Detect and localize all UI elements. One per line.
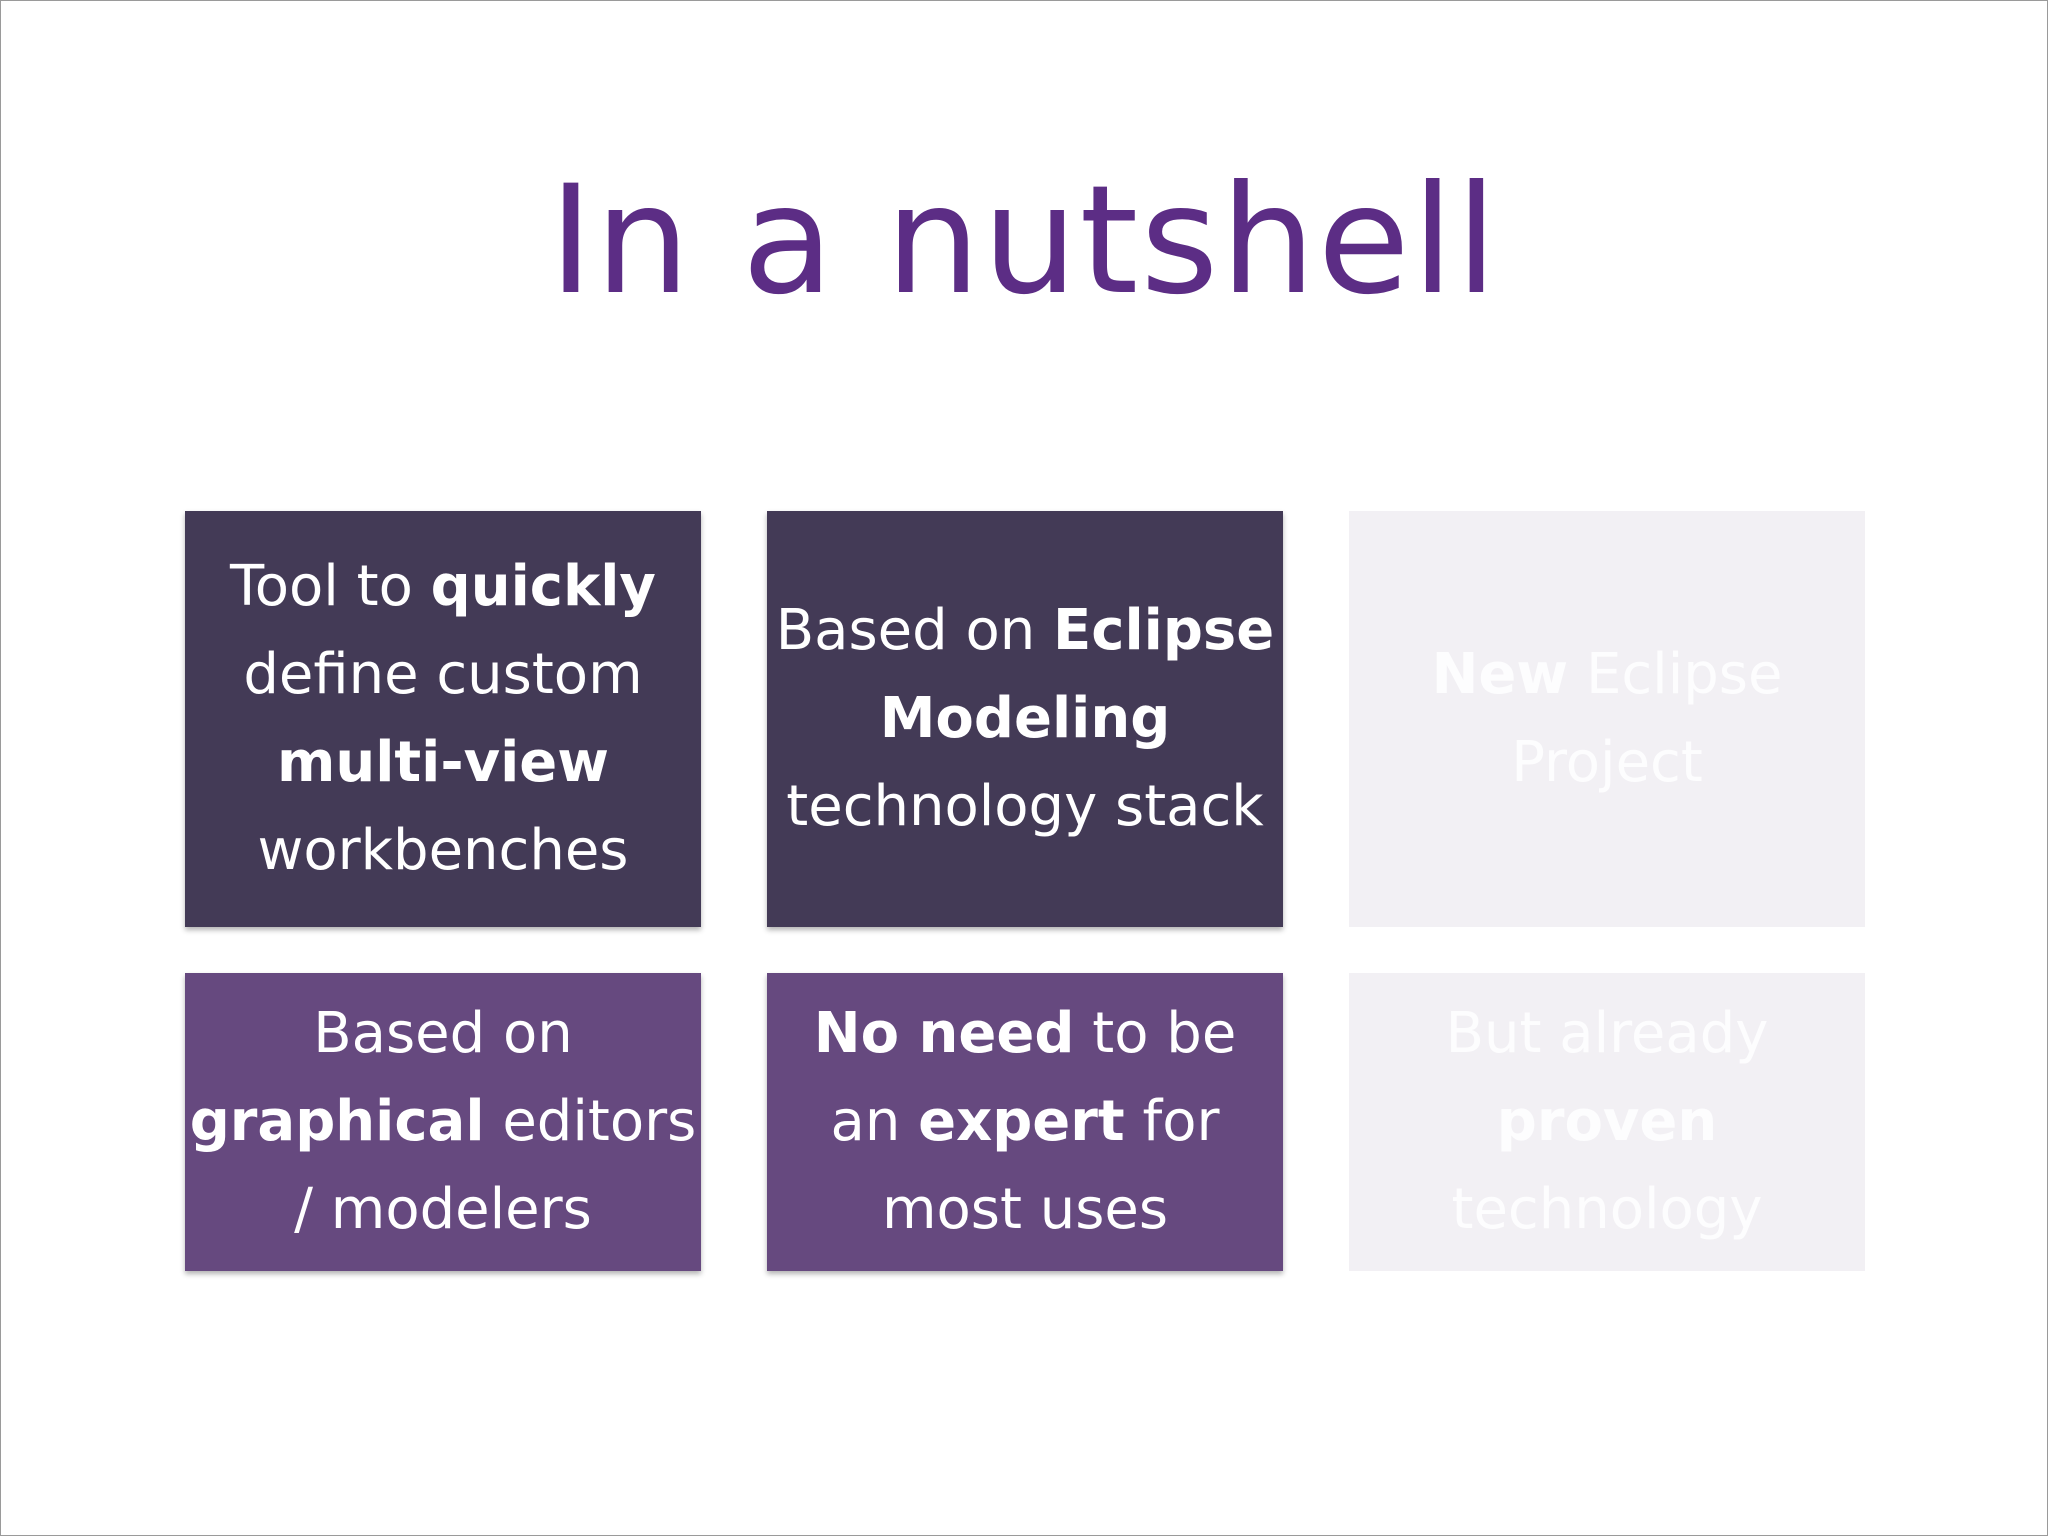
card-text: Tool to (230, 554, 431, 619)
card-eclipse-modeling: Based on Eclipse Modeling technology sta… (767, 511, 1283, 927)
card-line: an expert for (831, 1078, 1220, 1166)
card-line: No need to be (814, 990, 1237, 1078)
card-text: But already (1445, 1001, 1769, 1066)
card-text: an (830, 1089, 919, 1154)
card-new-eclipse-project: New Eclipse Project (1349, 511, 1865, 927)
card-line: technology (1452, 1166, 1763, 1254)
card-line: Based on (313, 990, 572, 1078)
card-text: most uses (881, 1177, 1169, 1242)
card-text: / modelers (294, 1177, 592, 1242)
card-text: Project (1511, 730, 1703, 795)
card-line: Tool to quickly (230, 543, 656, 631)
card-bold-text: Modeling (879, 686, 1171, 751)
card-text: workbenches (257, 818, 629, 883)
slide-title: In a nutshell (548, 154, 1500, 328)
card-text: define custom (243, 642, 643, 707)
card-text: Based on (313, 1001, 573, 1066)
card-graphical-editors: Based on graphical editors / modelers (185, 973, 701, 1271)
card-line: most uses (882, 1166, 1168, 1254)
card-bold-text: quickly (430, 554, 656, 619)
card-bold-text: multi-view (276, 730, 610, 795)
card-bold-text: New (1431, 642, 1569, 707)
card-quick-workbenches: Tool to quickly define custom multi-view… (185, 511, 701, 927)
card-line: technology stack (786, 763, 1263, 851)
card-text: Based on (775, 598, 1053, 663)
card-line: / modelers (294, 1166, 592, 1254)
card-line: New Eclipse (1432, 631, 1783, 719)
card-line: proven (1497, 1078, 1718, 1166)
card-no-expert-needed: No need to be an expert for most uses (767, 973, 1283, 1271)
card-line: define custom (243, 631, 642, 719)
card-line: multi-view (277, 719, 609, 807)
card-line: workbenches (258, 807, 629, 895)
card-bold-text: Eclipse (1053, 598, 1275, 663)
card-line: Modeling (880, 675, 1171, 763)
card-line: But already (1446, 990, 1769, 1078)
card-text: Eclipse (1568, 642, 1783, 707)
card-text: to be (1074, 1001, 1237, 1066)
card-line: Project (1511, 719, 1703, 807)
card-text: editors (484, 1089, 697, 1154)
card-bold-text: graphical (189, 1089, 485, 1154)
card-bold-text: No need (813, 1001, 1075, 1066)
card-text: for (1124, 1089, 1220, 1154)
card-bold-text: expert (918, 1089, 1125, 1154)
card-proven-technology: But already proven technology (1349, 973, 1865, 1271)
card-bold-text: proven (1496, 1089, 1718, 1154)
card-line: Based on Eclipse (776, 587, 1275, 675)
card-line: graphical editors (190, 1078, 697, 1166)
card-text: technology (1451, 1177, 1763, 1242)
card-text: technology stack (786, 774, 1264, 839)
